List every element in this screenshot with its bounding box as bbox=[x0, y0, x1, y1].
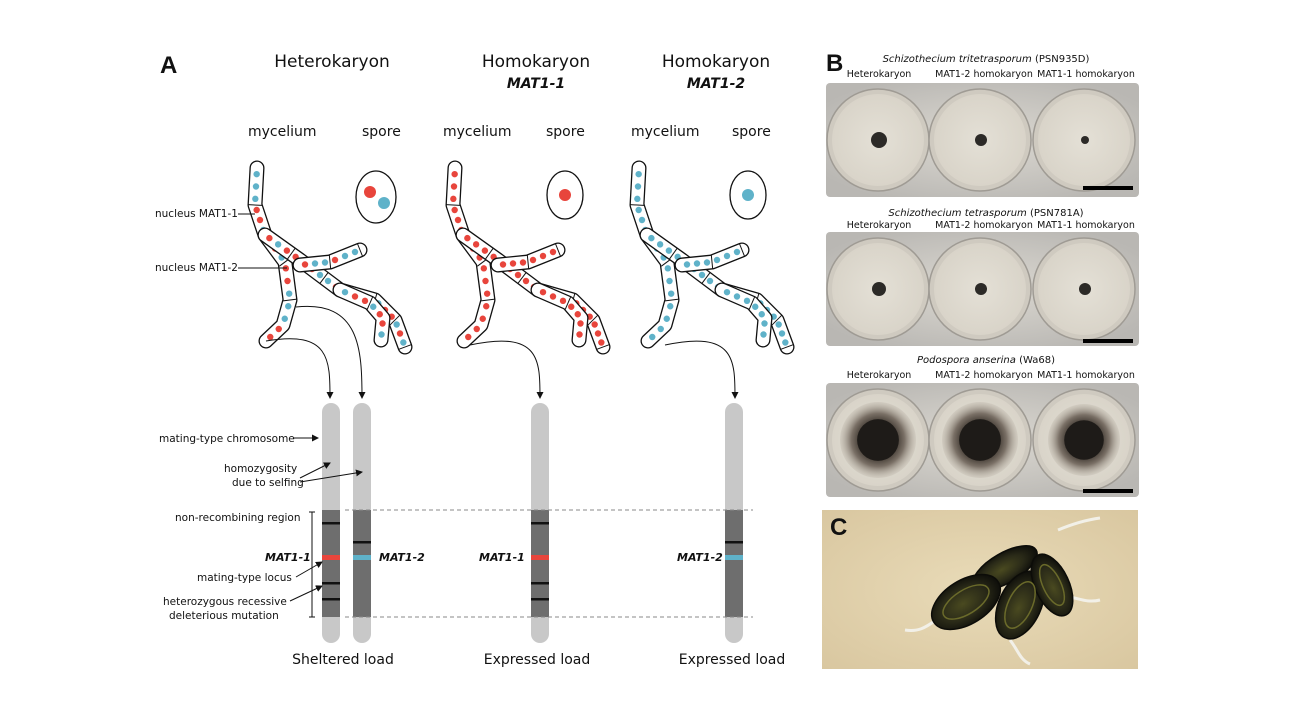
mycelium-mat11 bbox=[445, 160, 611, 355]
col1-title: Heterokaryon bbox=[274, 52, 390, 72]
row2-label-2: MAT1-2 homokaryon bbox=[935, 220, 1033, 231]
chromosome-mat12-homo bbox=[725, 403, 743, 643]
gene-label-mat11-col1: MAT1-1 bbox=[265, 551, 311, 564]
col3-title: Homokaryon bbox=[661, 52, 771, 72]
row3-label-2: MAT1-2 homokaryon bbox=[935, 370, 1033, 381]
col3-mycelium-label: mycelium bbox=[631, 124, 700, 140]
arrow-to-chrom-2 bbox=[295, 305, 366, 399]
col2-mycelium-label: mycelium bbox=[443, 124, 512, 140]
row2-label-1: Heterokaryon bbox=[846, 220, 912, 231]
col3-spore-label: spore bbox=[732, 124, 771, 140]
row2-label-3: MAT1-1 homokaryon bbox=[1037, 220, 1135, 231]
spore-heterokaryon bbox=[355, 170, 397, 224]
panel-b-letter: B bbox=[826, 50, 844, 77]
chromosome-mat11-homo bbox=[531, 403, 549, 643]
col2-title: Homokaryon bbox=[481, 52, 591, 72]
col2-spore-label: spore bbox=[546, 124, 585, 140]
row2-title: Schizothecium tetrasporum (PSN781A) bbox=[888, 208, 1084, 219]
mycelium-mat12 bbox=[629, 160, 795, 355]
panel-c-letter: C bbox=[830, 514, 848, 541]
row1-title: Schizothecium tritetrasporum (PSN935D) bbox=[882, 54, 1090, 65]
panel-a-letter: A bbox=[160, 52, 178, 79]
col2-subtitle: MAT1-1 bbox=[506, 76, 566, 92]
locus-pointer bbox=[295, 561, 323, 578]
load-label-col2: Expressed load bbox=[483, 652, 591, 668]
load-label-col3: Expressed load bbox=[678, 652, 786, 668]
nucleus-mat12-label: nucleus MAT1-2 bbox=[155, 262, 238, 274]
colony bbox=[1081, 136, 1089, 144]
row3-title: Podospora anserina (Wa68) bbox=[917, 355, 1055, 366]
ascospores bbox=[904, 516, 1101, 666]
colony bbox=[975, 283, 987, 295]
mating-locus-label: mating-type locus bbox=[197, 572, 292, 584]
homozygosity-pointer-1 bbox=[299, 462, 331, 479]
chromosomes bbox=[322, 403, 743, 643]
row1-label-3: MAT1-1 homokaryon bbox=[1037, 69, 1135, 80]
gene-label-mat11-col2: MAT1-1 bbox=[479, 551, 525, 564]
chromosome-label: mating-type chromosome bbox=[159, 433, 295, 445]
arrow-to-chrom-4 bbox=[664, 340, 739, 399]
gene-label-mat12-col1: MAT1-2 bbox=[379, 551, 425, 564]
colony bbox=[872, 282, 886, 296]
row3-label-1: Heterokaryon bbox=[846, 370, 912, 381]
chromosome-mat11-hetero bbox=[322, 403, 340, 643]
col3-subtitle: MAT1-2 bbox=[686, 76, 746, 92]
nonrecombining-label: non-recombining region bbox=[175, 512, 301, 524]
scale-bar-2 bbox=[1083, 339, 1133, 343]
deleterious-label-1: heterozygous recessive bbox=[163, 596, 287, 608]
spore-mat12 bbox=[729, 170, 767, 220]
chromosome-mat12-hetero bbox=[353, 403, 371, 643]
load-label-col1: Sheltered load bbox=[292, 652, 394, 668]
colony bbox=[871, 132, 887, 148]
row1-label-2: MAT1-2 homokaryon bbox=[935, 69, 1033, 80]
col1-mycelium-label: mycelium bbox=[248, 124, 317, 140]
colony bbox=[1079, 283, 1091, 295]
deleterious-label-2: deleterious mutation bbox=[169, 610, 279, 622]
mutation-pointer bbox=[289, 585, 323, 602]
spore-mat11 bbox=[546, 170, 584, 220]
homozygosity-label-1: homozygosity bbox=[224, 463, 298, 475]
homozygosity-label-2: due to selfing bbox=[232, 477, 304, 489]
mycelium-heterokaryon bbox=[247, 160, 413, 355]
scale-bar-3 bbox=[1083, 489, 1133, 493]
gene-label-mat12-col3: MAT1-2 bbox=[677, 551, 723, 564]
row3-label-3: MAT1-1 homokaryon bbox=[1037, 370, 1135, 381]
colony bbox=[975, 134, 987, 146]
scale-bar-1 bbox=[1083, 186, 1133, 190]
mycelium-drawings bbox=[247, 160, 795, 355]
nucleus-mat11-label: nucleus MAT1-1 bbox=[155, 208, 238, 220]
arrow-to-chrom-1 bbox=[265, 338, 334, 399]
arrow-to-chrom-3 bbox=[469, 340, 544, 399]
row1-label-1: Heterokaryon bbox=[846, 69, 912, 80]
col1-spore-label: spore bbox=[362, 124, 401, 140]
homozygosity-pointer-2 bbox=[299, 469, 363, 483]
